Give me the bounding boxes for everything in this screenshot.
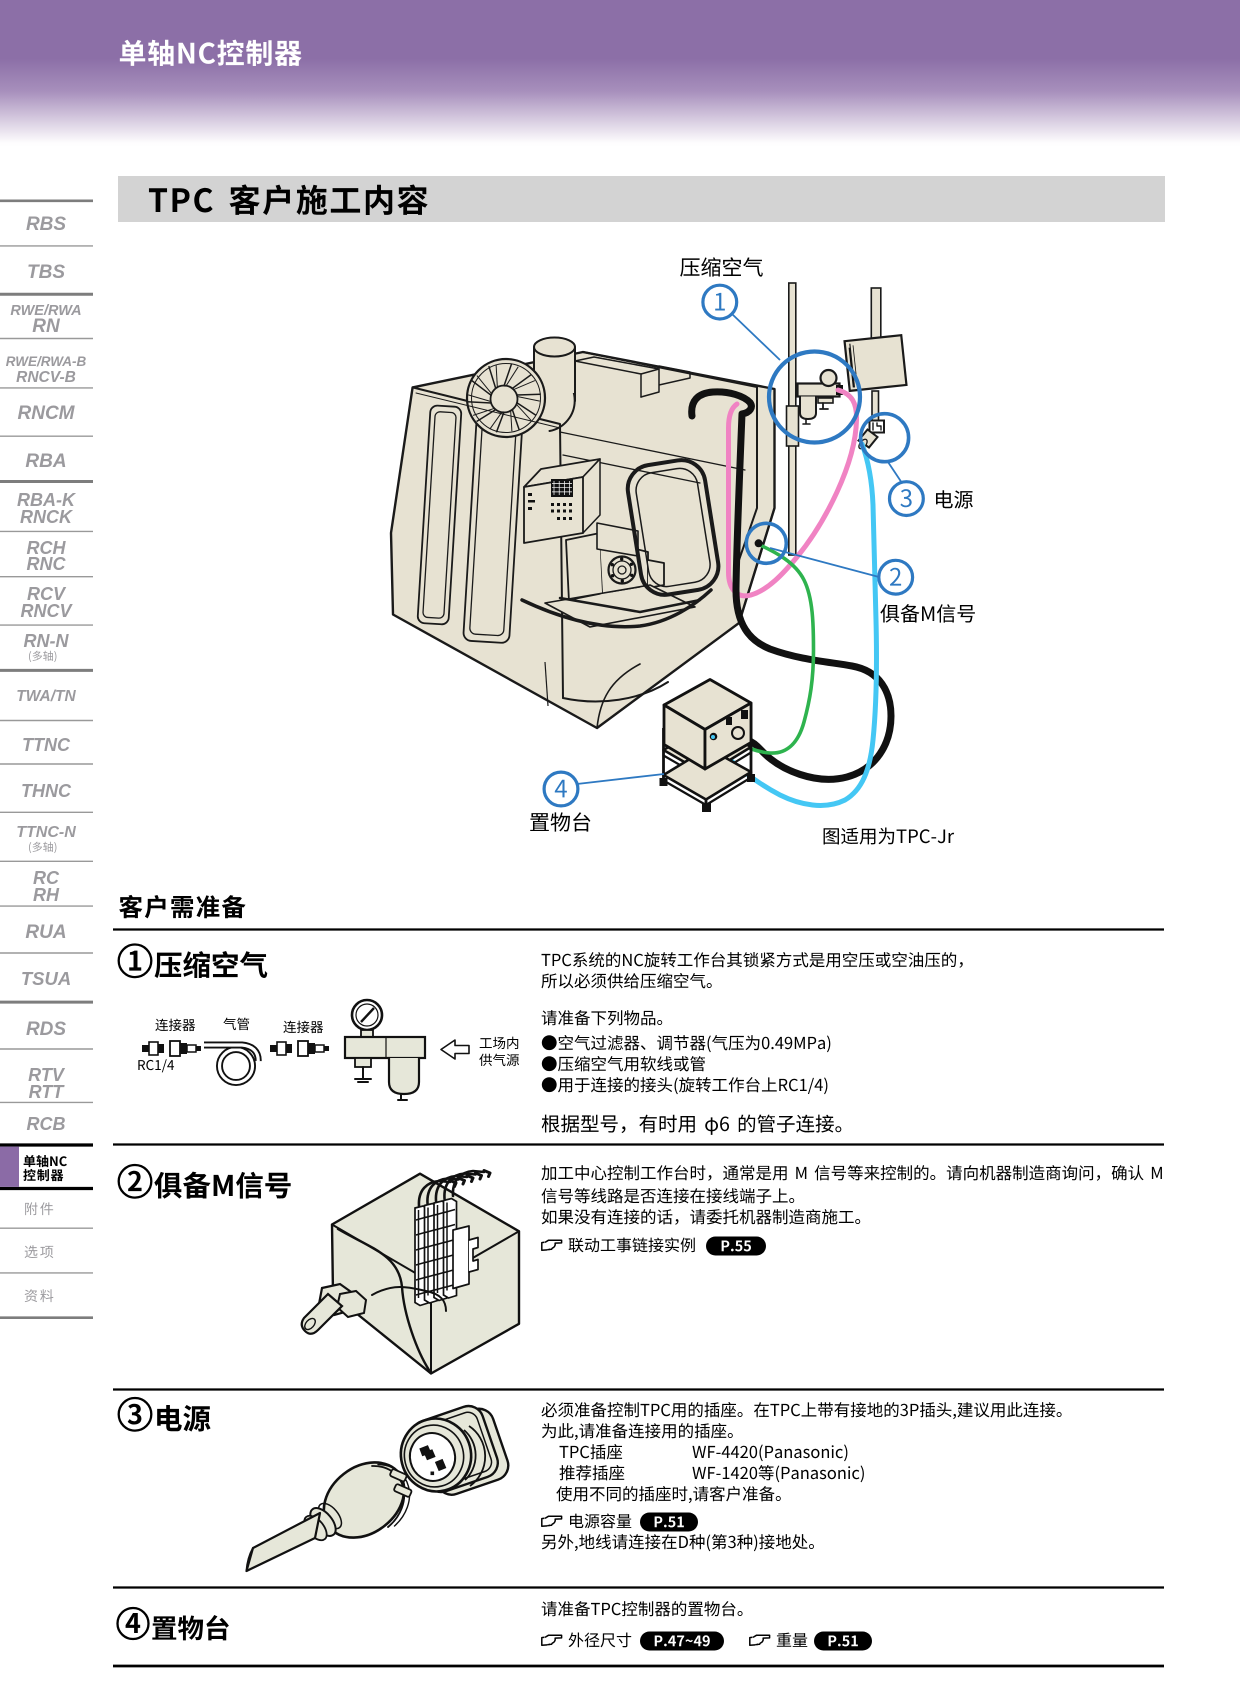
svg-text:RNCM: RNCM (18, 403, 76, 424)
svg-text:RCB: RCB (27, 1114, 66, 1134)
svg-text:RN: RN (32, 316, 61, 337)
svg-text:RBA: RBA (25, 451, 66, 472)
svg-text:RBA-K: RBA-K (17, 490, 77, 510)
svg-text:RCH: RCH (27, 538, 67, 558)
svg-text:RDS: RDS (26, 1019, 66, 1040)
svg-text:TSUA: TSUA (21, 968, 71, 989)
svg-text:RC: RC (33, 868, 60, 888)
svg-text:RNCV: RNCV (20, 601, 73, 621)
svg-text:RN-N: RN-N (24, 631, 70, 651)
svg-text:TWA/TN: TWA/TN (16, 688, 76, 705)
svg-text:RNCV-B: RNCV-B (16, 369, 76, 386)
svg-text:TTNC: TTNC (22, 735, 71, 755)
svg-text:RNCK: RNCK (20, 507, 74, 527)
svg-text:RWE/RWA: RWE/RWA (10, 303, 81, 319)
svg-text:RNC: RNC (27, 554, 67, 574)
svg-text:RUA: RUA (25, 922, 66, 943)
svg-text:THNC: THNC (21, 781, 72, 801)
svg-text:TBS: TBS (27, 262, 65, 283)
svg-text:RBS: RBS (26, 214, 66, 235)
svg-text:TTNC-N: TTNC-N (16, 824, 76, 841)
svg-text:RCV: RCV (27, 584, 67, 604)
svg-text:RTT: RTT (29, 1082, 66, 1102)
svg-text:RH: RH (33, 885, 60, 905)
svg-text:RTV: RTV (28, 1065, 66, 1085)
svg-text:RWE/RWA-B: RWE/RWA-B (6, 354, 87, 369)
